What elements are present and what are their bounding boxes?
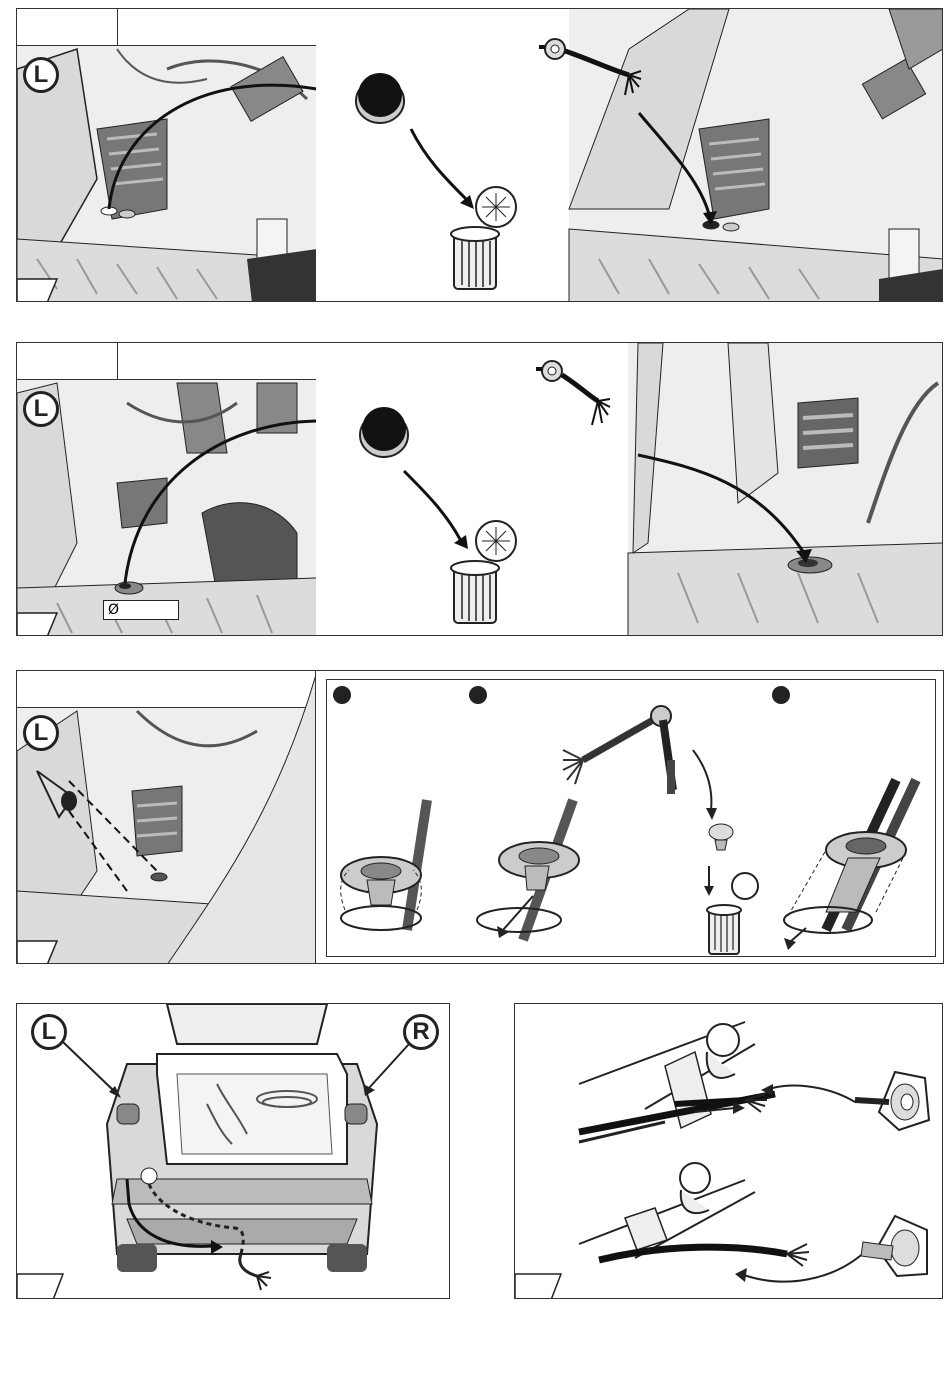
step2-panel-right: [528, 342, 943, 636]
trunk-interior-illustration: [17, 9, 317, 302]
substep-c: [766, 679, 936, 957]
insert-harness-illustration: [529, 9, 943, 302]
trash-bin-icon: [707, 873, 758, 954]
left-side-badge: L: [23, 57, 59, 93]
insert-harness-illustration: [528, 343, 943, 636]
cable-bundle-icon: [536, 361, 610, 425]
step4-panel-right: [514, 1003, 943, 1299]
rear-car-route-illustration: [17, 1004, 450, 1299]
rubber-plug-icon: [360, 407, 408, 457]
grommet-plate-icon: [855, 1072, 929, 1130]
hole-diameter-label: Ø: [103, 600, 179, 620]
grommet-plate-icon: [861, 1216, 927, 1276]
step2-panel-left: L Ø: [16, 342, 317, 636]
grommet-seat-illustration: [766, 680, 936, 957]
left-side-badge: L: [23, 391, 59, 427]
right-side-badge: R: [403, 1014, 439, 1050]
grommet-cut-illustration: [463, 680, 767, 957]
trash-bin-icon: [451, 187, 516, 289]
step3-panel-left: L: [16, 670, 316, 964]
grommet-insert-illustration: [327, 680, 464, 957]
step4-panel-left: L R: [16, 1003, 450, 1299]
step3-detail-frame: [316, 670, 944, 964]
eye-view-icon: [33, 767, 93, 827]
dispose-plug-illustration: [316, 9, 530, 302]
substep-b: [463, 679, 767, 957]
side-panel-interior-illustration: [17, 343, 317, 636]
step1-panel-middle: [316, 8, 530, 302]
step2-panel-middle: [316, 342, 529, 636]
step1-panel-right: [529, 8, 943, 302]
rubber-plug-icon: [356, 73, 404, 123]
step1-panel-left: L: [16, 8, 317, 302]
trash-bin-icon: [451, 521, 516, 623]
dispose-plug-illustration: [316, 343, 529, 636]
left-side-badge: L: [31, 1014, 67, 1050]
left-side-badge: L: [23, 715, 59, 751]
towbar-attach-illustration: [515, 1004, 943, 1299]
substep-a: [326, 679, 464, 957]
